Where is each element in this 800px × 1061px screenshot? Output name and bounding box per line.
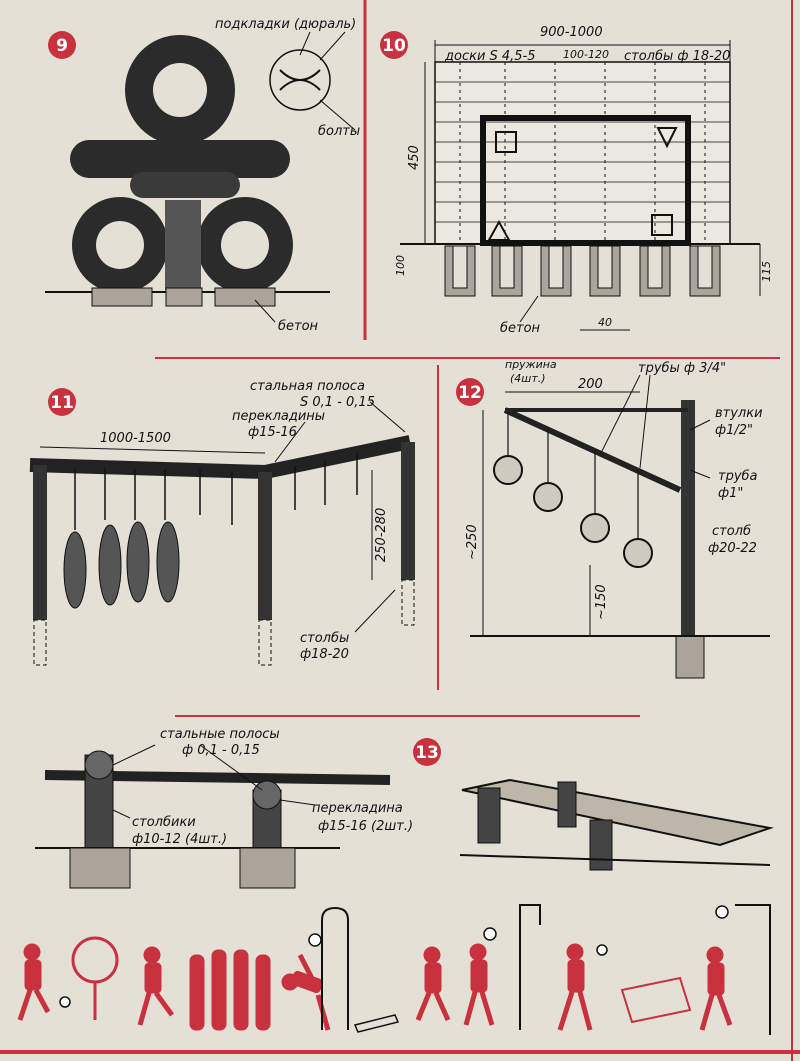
- label-pads: подкладки (дюраль): [215, 17, 356, 32]
- bench-post-3: [589, 819, 613, 871]
- ball-4: [623, 538, 653, 568]
- label-width-10: 900-1000: [540, 25, 603, 40]
- label-posts-d-13: ф10-12 (4шт.): [132, 832, 227, 847]
- player-balance: [415, 946, 451, 1022]
- player-header-1: [463, 943, 495, 1026]
- figure-12-number: 12: [458, 383, 482, 403]
- label-strip-11: стальная полоса: [250, 379, 365, 394]
- label-post-d-12: ф20-22: [708, 541, 757, 556]
- label-concrete-9: бетон: [278, 319, 319, 334]
- label-height-11: 250-280: [374, 508, 389, 562]
- label-pipe-d: ф1": [718, 486, 743, 501]
- label-low-12: ~150: [594, 584, 609, 620]
- label-bolts: болты: [318, 124, 360, 139]
- figure-12-badge: [456, 378, 484, 406]
- label-bar-13: перекладина: [312, 801, 403, 816]
- ring-target: [71, 936, 119, 984]
- figure-10-badge: [380, 31, 408, 59]
- label-bars-d-11: ф15-16: [248, 425, 297, 440]
- arm-diagonal: [503, 407, 682, 493]
- header-post-1: [519, 904, 541, 1030]
- player-kick-2: [137, 946, 175, 1026]
- figure-11-number: 11: [50, 393, 74, 413]
- label-bar-d-13: ф15-16 (2шт.): [318, 819, 413, 834]
- ball-1: [493, 455, 523, 485]
- ball-s1: [59, 996, 71, 1008]
- hanging-ball-post: [321, 906, 349, 1030]
- label-sleeves: втулки: [715, 406, 763, 421]
- figure-10: 10: [380, 25, 773, 336]
- mini-seesaw: [353, 1014, 400, 1033]
- crossbar-left: [29, 458, 266, 479]
- header-post-2: [735, 904, 771, 1035]
- label-pipes: трубы ф 3/4": [638, 361, 726, 376]
- label-span-11: 1000-1500: [100, 431, 171, 446]
- figure-12: 12 пружина (4шт.) трубы ф 3/4" 200 втулк…: [456, 358, 770, 679]
- crossbar-right: [263, 435, 412, 479]
- label-depth2-10: 115: [760, 261, 773, 282]
- target-square-2: [651, 214, 673, 236]
- label-concrete-10: бетон: [500, 321, 541, 336]
- label-strips-13: стальные полосы: [160, 727, 280, 742]
- figure-11-badge: [48, 388, 76, 416]
- target-triangle-1: [656, 127, 678, 149]
- player-header-2: [699, 946, 733, 1031]
- rebound-board: [620, 976, 692, 1024]
- label-height-12: ~250: [465, 524, 480, 560]
- ball-2: [533, 482, 563, 512]
- target-triangle-2: [487, 219, 511, 241]
- label-depth-10: 100: [394, 255, 407, 276]
- label-len-12: 200: [578, 377, 603, 392]
- target-square-1: [495, 131, 517, 153]
- figure-13-number: 13: [415, 743, 439, 763]
- label-posts-10: столбы ф 18-20: [624, 49, 730, 64]
- figure-11: 11 1000-1500 стальная полоса S 0,1 - 0,1…: [29, 379, 415, 666]
- label-gap: 100-120: [563, 48, 609, 61]
- label-spring-n: (4шт.): [510, 372, 546, 385]
- figure-13-badge: [413, 738, 441, 766]
- label-posts-13: столбики: [132, 815, 196, 830]
- tire-center: [165, 200, 201, 290]
- label-bars-11: перекладины: [232, 409, 325, 424]
- figure-13: 13 стальные полосы ф 0,1 - 0,15 переклад…: [35, 727, 774, 889]
- label-post-width: 40: [598, 316, 612, 329]
- label-spring: пружина: [505, 358, 557, 371]
- label-strips-d-13: ф 0,1 - 0,15: [182, 743, 260, 758]
- bowling-pins: [189, 949, 271, 1031]
- label-height-10: 450: [407, 145, 422, 170]
- label-strip-s-11: S 0,1 - 0,15: [300, 395, 375, 410]
- label-post-12: столб: [712, 524, 751, 539]
- label-posts-11: столбы: [300, 631, 349, 646]
- label-posts-d-11: ф18-20: [300, 647, 349, 662]
- figure-9: 9 подкладки (дюраль) болты бетон: [45, 17, 360, 334]
- label-sleeves-d: ф1/2": [715, 423, 753, 438]
- player-kick-3: [557, 943, 593, 1031]
- tire-horizontal: [70, 140, 290, 178]
- figure-10-number: 10: [382, 36, 406, 56]
- figure-9-number: 9: [56, 36, 68, 56]
- player-kick-1: [17, 943, 51, 1021]
- label-boards: доски S 4,5-5: [444, 49, 536, 64]
- players-strip: [17, 904, 771, 1035]
- figure-9-badge: [48, 31, 76, 59]
- bench-plank: [461, 778, 774, 847]
- ball-3: [580, 513, 610, 543]
- bench-post-2: [557, 781, 577, 828]
- label-pipe: труба: [718, 469, 758, 484]
- bench-post-1: [477, 787, 501, 844]
